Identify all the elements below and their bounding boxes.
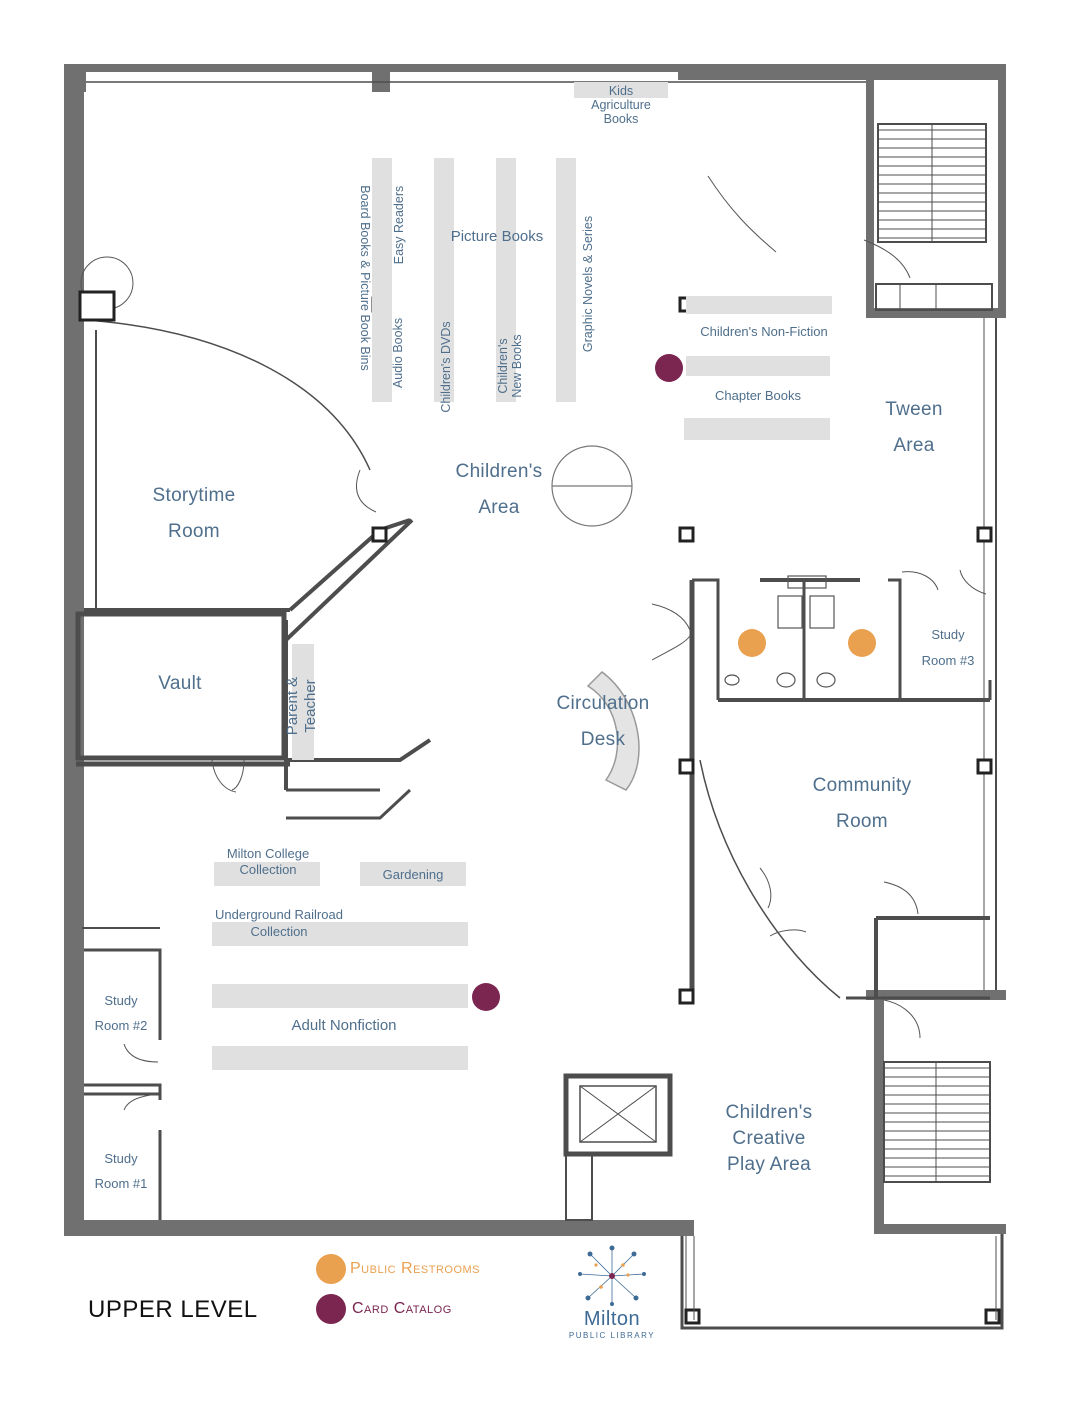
exterior-walls [64, 64, 1006, 1236]
porch-posts [693, 1236, 997, 1320]
library-logo-icon [578, 1245, 646, 1306]
stairs-top [875, 123, 993, 311]
picture-books-label: Picture Books [450, 228, 544, 245]
audio-books-label: Audio Books [391, 317, 405, 389]
gardening-label: Gardening [382, 867, 444, 882]
interior-walls [75, 81, 1004, 1330]
logo-name: Milton [583, 1308, 641, 1330]
round-table [551, 445, 633, 527]
card-catalog-marker[interactable] [655, 354, 683, 382]
legend-restroom-label: Public Restrooms [350, 1260, 481, 1277]
parent-teacher-label: Parent &Teacher [284, 676, 319, 736]
restroom-fixtures [724, 575, 836, 688]
logo-subtitle: PUBLIC LIBRARY [568, 1331, 656, 1340]
chapter-books-label: Chapter Books [715, 388, 801, 403]
childrens-dvds-label: Children's DVDs [439, 321, 453, 413]
vault-label: Vault [158, 673, 202, 694]
legend-catalog-label: Card Catalog [352, 1300, 452, 1317]
stairs-bottom [883, 1061, 991, 1183]
graphic-novels-label: Graphic Novels & Series [581, 215, 595, 353]
adult-nonfiction-label: Adult Nonfiction [291, 1017, 397, 1034]
shelves [212, 82, 832, 1070]
restroom-marker[interactable] [848, 629, 876, 657]
card-catalog-marker[interactable] [472, 983, 500, 1011]
board-books-label: Board Books & Picture Book Bins [358, 185, 372, 371]
door-swings [80, 175, 987, 1111]
restroom-marker[interactable] [738, 629, 766, 657]
easy-readers-label: Easy Readers [392, 185, 406, 265]
childrens-nonfiction-label: Children's Non-Fiction [700, 324, 828, 339]
level-title: UPPER LEVEL [88, 1296, 258, 1323]
legend-catalog-swatch [316, 1294, 346, 1324]
legend-restroom-swatch [316, 1254, 346, 1284]
circulation-desk [586, 671, 640, 791]
